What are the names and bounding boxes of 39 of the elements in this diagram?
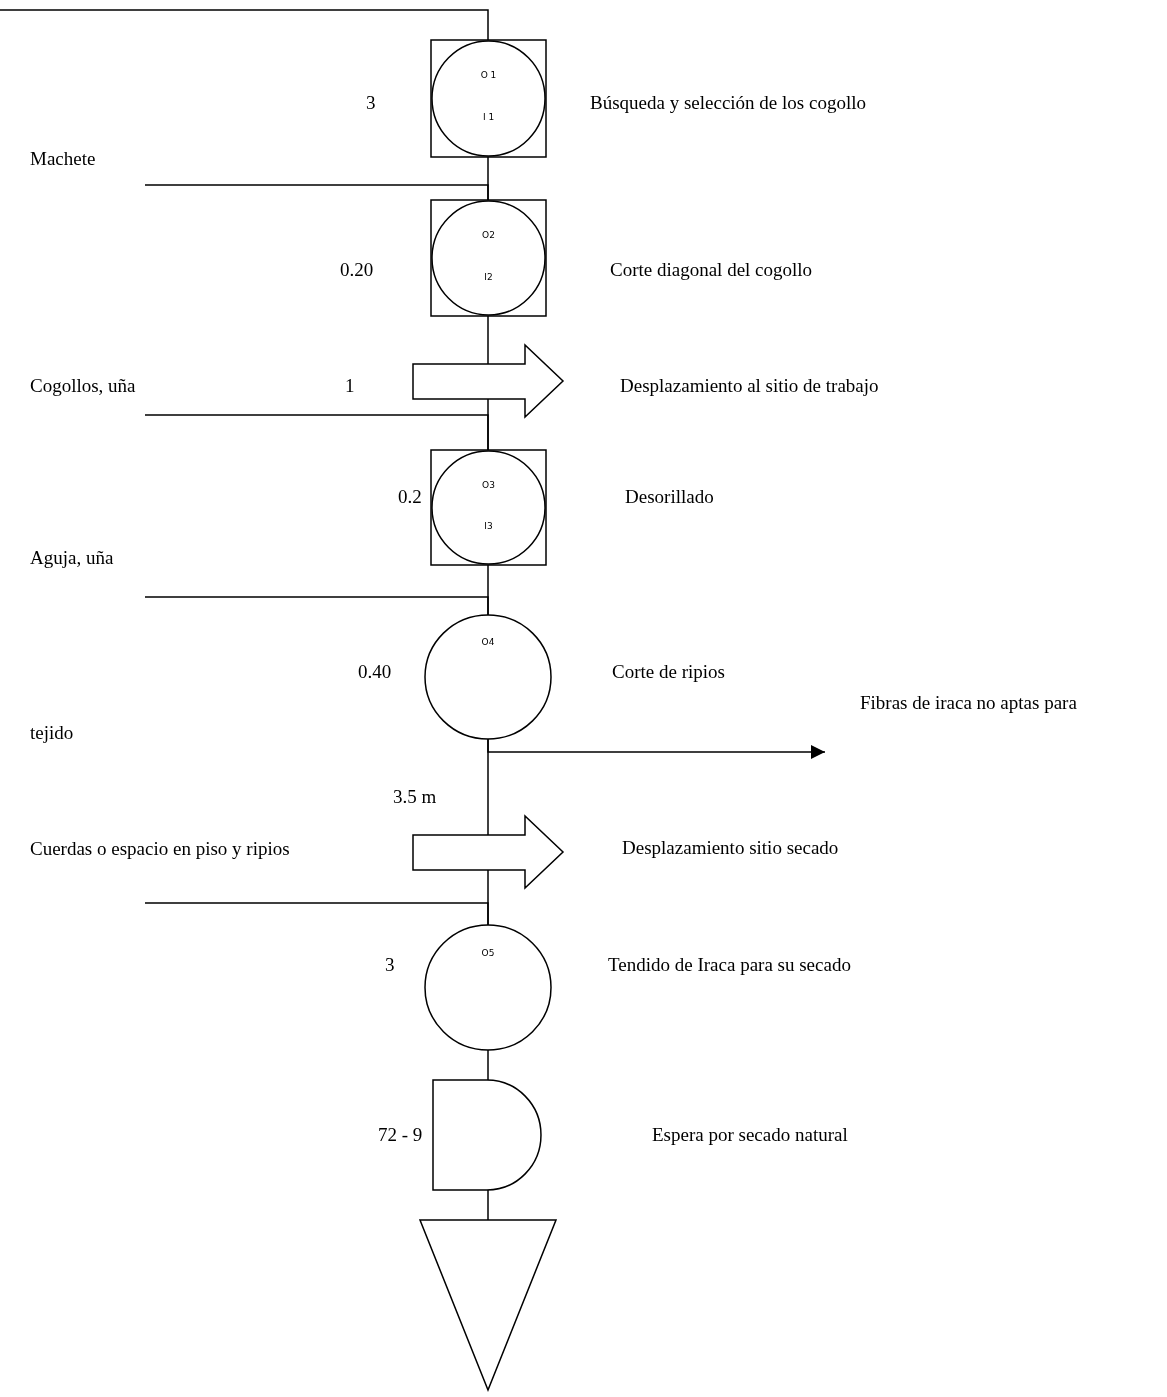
step-description: Desplazamiento sitio secado — [622, 837, 839, 859]
flow-line — [144, 596, 489, 616]
symbol-code: O3 — [482, 479, 495, 491]
symbol-code: O 1 — [480, 70, 497, 82]
time-value: 0.40 — [358, 661, 392, 683]
flow-line — [487, 1189, 489, 1221]
flow-line — [0, 9, 489, 41]
symbol-code: O2 — [482, 229, 495, 241]
step-description: Tendido de Iraca para su secado — [608, 954, 851, 976]
diagram-label: tejido — [30, 722, 74, 744]
flow-line — [144, 902, 489, 926]
symbol-code: I 1 — [482, 112, 495, 124]
time-value: 1 — [345, 375, 355, 397]
step-description: Corte de ripios — [612, 661, 725, 683]
diagram-label: Espera por secado natural — [652, 1124, 848, 1146]
flow-line — [487, 315, 489, 365]
flow-line — [144, 414, 489, 451]
flow-arrow — [487, 738, 826, 759]
symbol-code: O4 — [481, 637, 495, 649]
diagram-label: Desorillado — [625, 486, 714, 508]
time-value: 0.2 — [398, 486, 422, 508]
symbol-code: I3 — [484, 520, 493, 532]
flow-line — [144, 184, 489, 201]
input-label: Cogollos, uña — [30, 375, 136, 397]
time-value: 3.5 m — [393, 786, 437, 808]
diagram-label: Fibras de iraca no aptas para — [860, 692, 1077, 714]
input-label: Aguja, uña — [30, 547, 114, 569]
symbol-code: O5 — [481, 947, 495, 959]
input-label: Cuerdas o espacio en piso y ripios — [30, 838, 290, 860]
time-value: 72 - 9 — [378, 1124, 423, 1146]
input-label: Machete — [30, 148, 96, 170]
time-value: 3 — [366, 92, 376, 114]
flow-line — [487, 1049, 489, 1081]
time-value: 3 — [385, 954, 395, 976]
step-description: Desplazamiento al sitio de trabajo — [620, 375, 879, 397]
symbol-code: I2 — [484, 271, 493, 283]
step-description: Búsqueda y selección de los cogollo — [590, 92, 866, 114]
step-description: Corte diagonal del cogollo — [610, 259, 813, 281]
time-value: 0.20 — [340, 259, 374, 281]
